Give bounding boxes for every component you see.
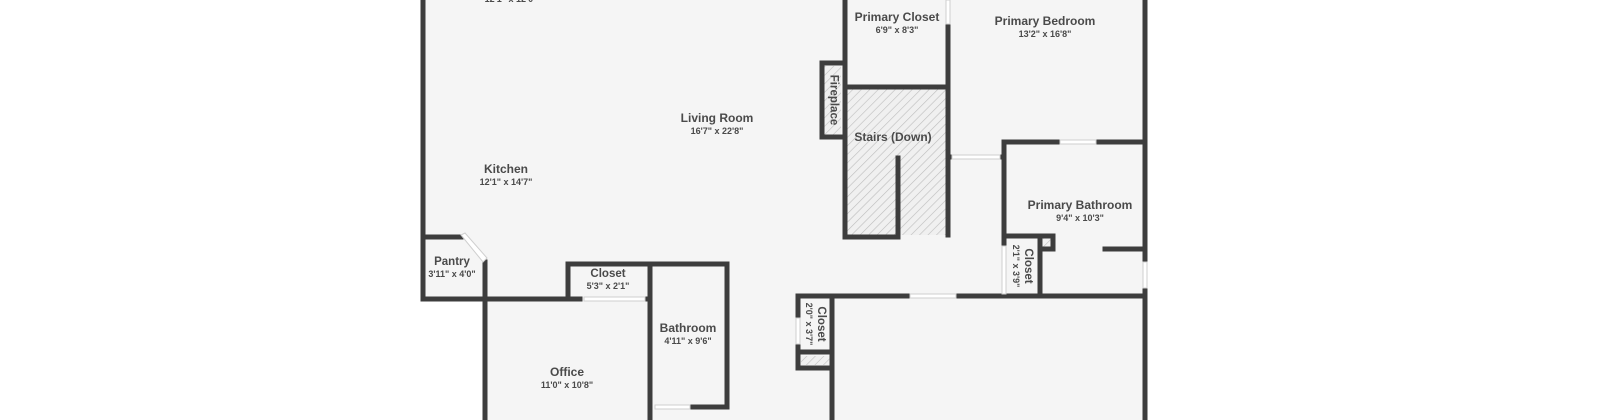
room-label-hall-closet: Closet 2'0" x 3'7" bbox=[803, 303, 827, 346]
room-label-kitchen: Kitchen 12'1" x 14'7" bbox=[479, 161, 533, 187]
room-label-fireplace: Fireplace bbox=[826, 74, 840, 126]
room-dimensions: 6'9" x 8'3" bbox=[875, 24, 919, 35]
room-dimensions: 11'0" x 10'8" bbox=[540, 379, 594, 390]
room-dimensions: 13'2" x 16'8" bbox=[1018, 28, 1072, 39]
room-name: Stairs (Down) bbox=[854, 130, 932, 145]
window bbox=[1142, 261, 1148, 289]
floor-areas bbox=[423, 0, 1145, 420]
room-label-primary-closet: Primary Closet 6'9" x 8'3" bbox=[854, 9, 940, 35]
room-name: Pantry bbox=[434, 256, 470, 269]
bath-closet-door bbox=[1001, 245, 1007, 295]
room-door bbox=[909, 293, 957, 299]
room-label-bathroom: Bathroom 4'11" x 9'6" bbox=[659, 320, 717, 346]
room-name: Living Room bbox=[680, 110, 754, 125]
room-name: Closet bbox=[814, 306, 827, 342]
room-label-stairs: Stairs (Down) bbox=[854, 130, 932, 145]
bath-hatch bbox=[1043, 238, 1053, 248]
fireplace-hatch bbox=[824, 66, 841, 135]
room-dimensions: 12'1" x 12'0" bbox=[485, 0, 538, 4]
bedroom-door bbox=[945, 0, 951, 25]
room-label-top-left: 12'1" x 12'0" bbox=[485, 0, 538, 4]
room-label-primary-bedroom: Primary Bedroom 13'2" x 16'8" bbox=[994, 13, 1096, 39]
room-label-office-closet: Closet 5'3" x 2'1" bbox=[587, 268, 630, 292]
closet-hatch bbox=[801, 356, 830, 365]
room-name: Primary Bathroom bbox=[1027, 197, 1133, 212]
bathroom-door bbox=[654, 404, 691, 410]
room-name: Kitchen bbox=[483, 161, 529, 176]
exterior-area bbox=[400, 299, 485, 420]
room-dimensions: 4'11" x 9'6" bbox=[664, 335, 712, 346]
room-label-primary-bathroom: Primary Bathroom 9'4" x 10'3" bbox=[1027, 197, 1133, 223]
room-dimensions: 2'1" x 3'9" bbox=[1010, 244, 1021, 288]
room-label-office: Office 11'0" x 10'8" bbox=[540, 364, 594, 390]
room-name: Office bbox=[549, 364, 585, 379]
room-dimensions: 3'11" x 4'0" bbox=[428, 269, 476, 280]
room-name: Closet bbox=[1021, 248, 1034, 284]
hall-closet-door bbox=[795, 317, 801, 345]
room-dimensions: 9'4" x 10'3" bbox=[1056, 212, 1104, 223]
hall-door bbox=[951, 154, 1001, 160]
room-name: Primary Closet bbox=[854, 9, 940, 24]
room-dimensions: 12'1" x 14'7" bbox=[479, 176, 533, 187]
room-name: Closet bbox=[590, 268, 626, 281]
room-dimensions: 5'3" x 2'1" bbox=[586, 281, 630, 292]
closet-door bbox=[583, 296, 646, 302]
room-name: Primary Bedroom bbox=[994, 13, 1096, 28]
room-label-living-room: Living Room 16'7" x 22'8" bbox=[680, 110, 754, 136]
room-name: Fireplace bbox=[827, 74, 840, 126]
openings bbox=[460, 0, 1148, 410]
walls bbox=[420, 0, 1148, 420]
pantry-door bbox=[460, 232, 488, 263]
room-dimensions: 16'7" x 22'8" bbox=[690, 125, 744, 136]
room-name: Bathroom bbox=[659, 320, 717, 335]
room-label-pantry: Pantry 3'11" x 4'0" bbox=[428, 256, 475, 280]
room-label-bath-closet: Closet 2'1" x 3'9" bbox=[1010, 245, 1034, 288]
room-dimensions: 2'0" x 3'7" bbox=[803, 302, 814, 346]
bath-door bbox=[1059, 139, 1097, 145]
